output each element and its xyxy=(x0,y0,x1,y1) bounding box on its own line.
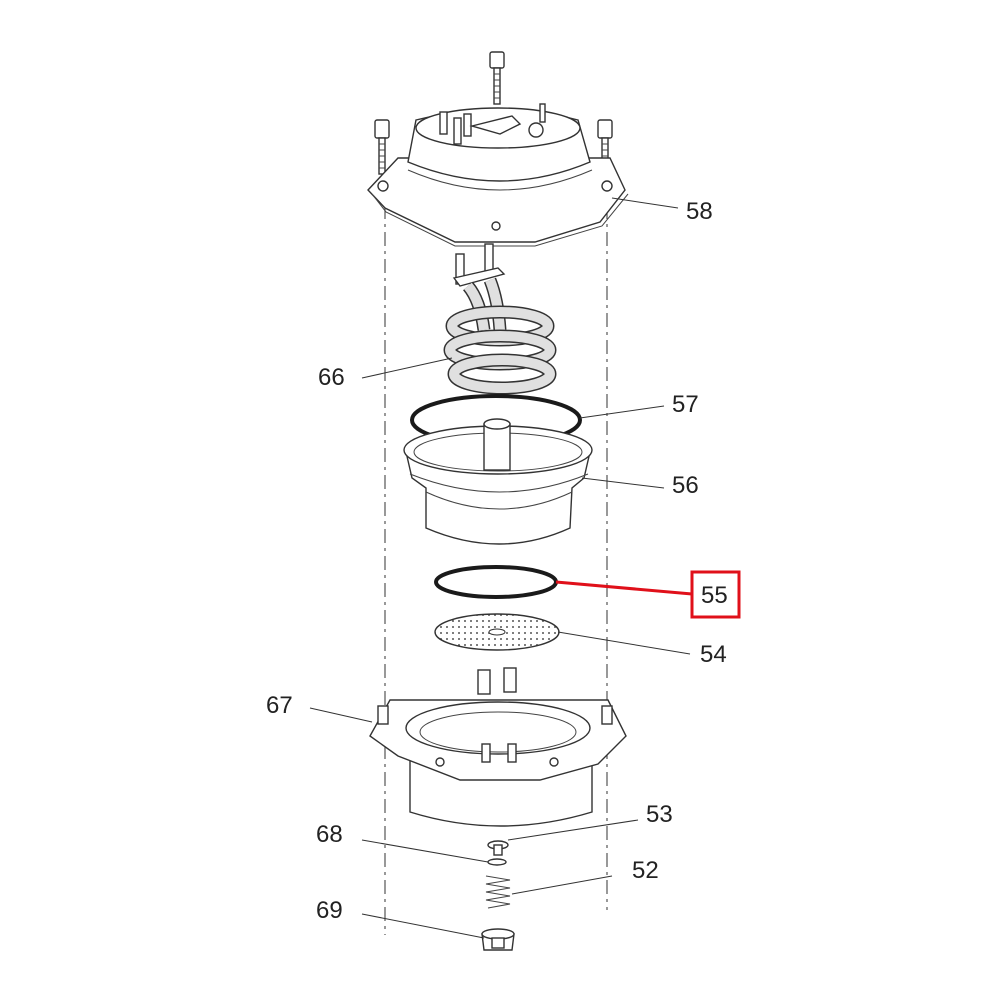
part-58-top-cover xyxy=(367,51,629,247)
leader-69 xyxy=(361,913,485,939)
label-68: 68 xyxy=(316,821,343,848)
label-56: 56 xyxy=(672,472,699,499)
label-52: 52 xyxy=(632,857,659,884)
part-69-valve-nut xyxy=(481,928,515,951)
leader-57 xyxy=(579,405,665,419)
leader-68 xyxy=(361,839,489,863)
part-53-small-screw xyxy=(487,840,509,856)
part-52-spring xyxy=(485,875,511,909)
alignment-axes xyxy=(384,205,608,935)
leader-lines xyxy=(309,197,693,939)
screw-right xyxy=(597,119,613,175)
leader-56 xyxy=(581,477,665,489)
leader-66 xyxy=(361,357,453,379)
label-58: 58 xyxy=(686,198,713,225)
label-54: 54 xyxy=(700,641,727,668)
leader-53 xyxy=(507,819,639,841)
screw-left xyxy=(374,119,390,175)
leader-58 xyxy=(611,197,679,209)
part-56-boiler-cup xyxy=(403,418,593,545)
part-67-lower-housing xyxy=(369,667,627,827)
highlight-box-55 xyxy=(690,570,741,619)
screw-top xyxy=(489,51,505,105)
leader-52 xyxy=(511,875,613,895)
label-53: 53 xyxy=(646,801,673,828)
label-67: 67 xyxy=(266,692,293,719)
label-55: 55 xyxy=(701,582,728,609)
leader-67 xyxy=(309,707,373,723)
part-55-small-o-ring xyxy=(434,565,558,599)
leader-54 xyxy=(557,631,691,655)
part-68-washer xyxy=(487,858,507,866)
part-54-shower-screen xyxy=(434,613,560,651)
label-66: 66 xyxy=(318,364,345,391)
leader-55 xyxy=(555,580,693,596)
label-69: 69 xyxy=(316,897,343,924)
part-labels: 58 66 57 56 55 54 67 53 68 52 69 xyxy=(266,198,728,924)
part-66-heating-coil xyxy=(443,243,557,395)
label-57: 57 xyxy=(672,391,699,418)
